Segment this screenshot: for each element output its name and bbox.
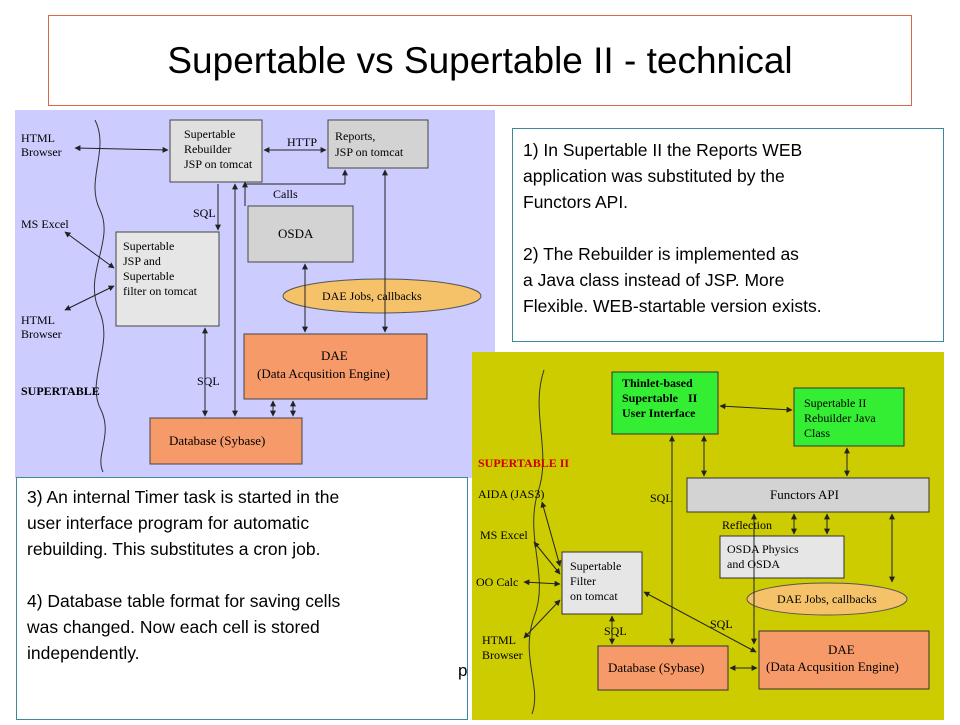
rebuilder-label: JSP on tomcat [184,157,253,171]
oo-calc-label: OO Calc [476,575,518,589]
reports-label: JSP on tomcat [335,145,404,159]
note-line: 1) In Supertable II the Reports WEB [523,140,803,160]
note-line: 2) The Rebuilder is implemented as [523,244,799,264]
osda-box [247,205,354,263]
supertable-label: SUPERTABLE [21,384,100,398]
filter-label: Filter [570,574,596,588]
functors-label: Functors API [770,487,839,502]
note-line: independently. [27,643,140,663]
filter-label: Supertable [570,559,621,573]
html-browser-label: HTML [21,131,55,145]
html-browser-label: Browser [482,648,523,662]
jsp-box [115,231,220,327]
jsp-label: JSP and [123,254,161,268]
note-line: Flexible. WEB-startable version exists. [523,296,822,316]
rebuilder-label: Supertable [184,127,235,141]
note-box-2: 3) An internal Timer task is started in … [16,477,468,720]
filter-label: on tomcat [570,589,618,603]
html-browser-label: HTML [482,633,516,647]
html-browser-label: Browser [21,327,62,341]
jsp-label: Supertable [123,269,174,283]
ms-excel-label: MS Excel [480,528,528,542]
thinlet-label: Thinlet-based [622,376,693,390]
thinlet-ui-box [611,371,719,435]
dae-jobs-label: DAE Jobs, callbacks [777,592,877,606]
note-box-1: 1) In Supertable II the Reports WEB appl… [512,128,944,342]
dae-label: DAE [828,642,855,657]
dae-label: DAE [321,348,348,363]
supertable-ii-diagram: Thinlet-based Supertable II User Interfa… [472,352,944,720]
rebuilder-ii-label: Class [804,426,830,440]
dae-label: (Data Acqusition Engine) [766,659,899,674]
supertable-ii-label: SUPERTABLE II [478,456,569,470]
reports-label: Reports, [335,129,375,143]
thinlet-label: Supertable [622,391,679,405]
sql-label: SQL [193,206,216,220]
reflection-label: Reflection [722,518,772,532]
rebuilder-ii-label: Supertable II [804,396,866,410]
calls-label: Calls [273,187,298,201]
boundary-curve [528,369,545,715]
stray-text: p [458,661,468,680]
database-box [149,417,303,465]
note-line: a Java class instead of JSP. More [523,270,785,290]
html-browser-label: Browser [21,145,62,159]
ms-excel-label: MS Excel [21,217,69,231]
supertable-ii-diagram-svg: Thinlet-based Supertable II User Interfa… [476,369,930,715]
note-line: application was substituted by the [523,166,785,186]
note-line: was changed. Now each cell is stored [27,617,320,637]
dae-label: (Data Acqusition Engine) [257,366,390,381]
osda-physics-label: OSDA Physics [727,542,799,556]
reports-box [327,119,429,169]
osda-label: OSDA [278,226,314,241]
note-line: 4) Database table format for saving cell… [27,591,341,611]
html-browser-label: HTML [21,313,55,327]
filter-box [561,551,643,615]
rebuilder-label: Rebuilder [184,142,231,156]
database-label: Database (Sybase) [169,433,265,448]
database-label: Database (Sybase) [608,660,704,675]
sql-label: SQL [650,491,673,505]
supertable-diagram-svg: HTML Browser Supertable Rebuilder JSP on… [21,119,482,473]
http-label: HTTP [287,135,317,149]
note-line: 3) An internal Timer task is started in … [27,487,340,507]
boundary-curve [93,119,106,473]
rebuilder-ii-label: Rebuilder Java [804,411,876,425]
note-line: user interface program for automatic [27,513,310,533]
note-line: Functors API. [523,192,629,212]
thinlet-label: User Interface [622,406,696,420]
rebuilder-ii-box [793,387,905,447]
dae-box [758,630,930,690]
slide-title: Supertable vs Supertable II - technical [167,39,793,81]
rebuilder-box [169,119,263,183]
database-box [597,645,729,691]
osda-physics-box [719,535,845,579]
sql-label: SQL [604,624,627,638]
supertable-diagram: HTML Browser Supertable Rebuilder JSP on… [15,110,495,478]
jsp-label: Supertable [123,239,174,253]
thinlet-label: II [688,391,698,405]
sql-label: SQL [197,374,220,388]
aida-label: AIDA (JAS3) [478,487,544,501]
dae-box [243,333,428,400]
dae-jobs-label: DAE Jobs, callbacks [322,289,422,303]
jsp-label: filter on tomcat [123,284,198,298]
title-box: Supertable vs Supertable II - technical [48,15,912,106]
functors-api-box [686,477,930,513]
note-line: rebuilding. This substitutes a cron job. [27,539,321,559]
